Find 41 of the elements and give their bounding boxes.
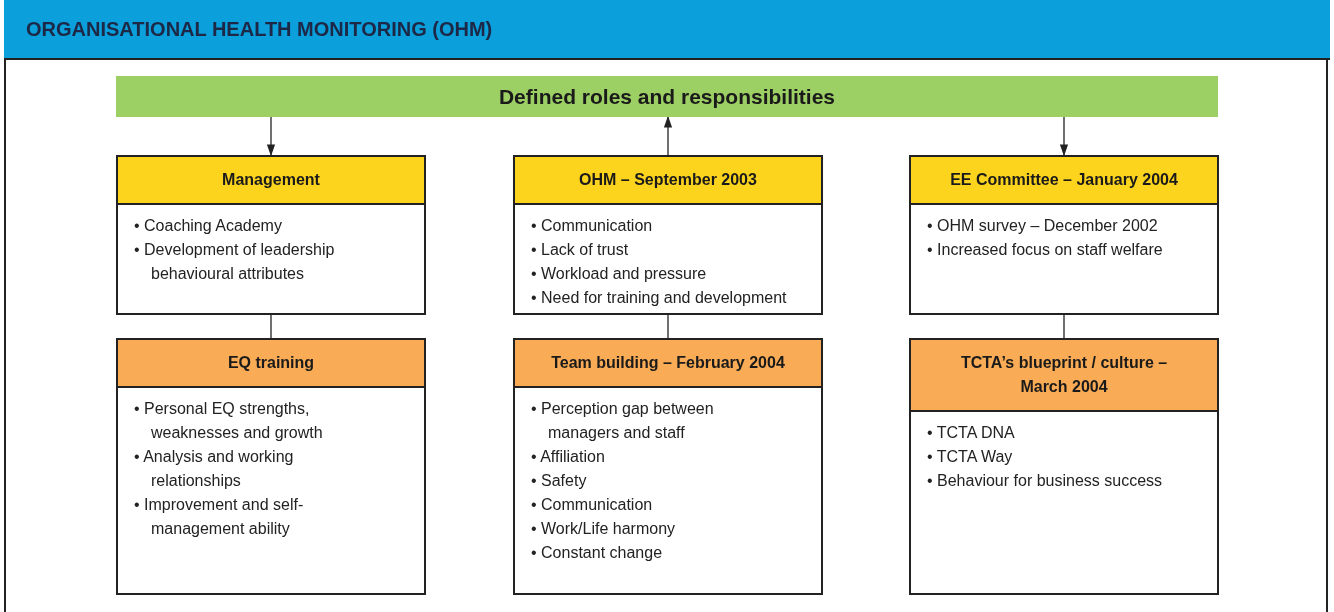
- bullet-item: • Need for training and development: [531, 288, 788, 308]
- bullet-item: • Communication: [531, 216, 654, 236]
- card-heading: Team building – February 2004: [515, 340, 821, 388]
- bullet-item: • Development of leadership behavioural attributes: [134, 240, 336, 284]
- bullet-item: • Analysis and working relationships: [134, 447, 295, 491]
- info-card: [513, 155, 823, 315]
- bullet-item: • Coaching Academy: [134, 216, 283, 236]
- connector-line: [667, 314, 669, 339]
- info-card: [116, 338, 426, 595]
- info-card: [909, 155, 1219, 315]
- bullet-item: • Perception gap between managers and staff: [531, 399, 715, 443]
- card-heading: EE Committee – January 2004: [911, 157, 1217, 205]
- bullet-item: • Personal EQ strengths, weaknesses and growth: [134, 399, 324, 443]
- bullet-item: • OHM survey – December 2002: [927, 216, 1159, 236]
- bullet-item: • Communication: [531, 495, 654, 515]
- banner-heading: Defined roles and responsibilities: [498, 84, 836, 109]
- connector-line: [270, 314, 272, 339]
- connector-line: [1063, 314, 1065, 339]
- bullet-item: • Lack of trust: [531, 240, 630, 260]
- card-heading: TCTA’s blueprint / culture – March 2004: [911, 340, 1217, 412]
- card-heading: Management: [118, 157, 424, 205]
- bullet-item: • Work/Life harmony: [531, 519, 677, 539]
- card-heading: OHM – September 2003: [515, 157, 821, 205]
- bullet-item: • Improvement and self-management ability: [134, 495, 305, 539]
- card-heading: EQ training: [118, 340, 424, 388]
- info-card: [513, 338, 823, 595]
- banner-box: [116, 76, 1218, 117]
- arrow: [1059, 116, 1069, 157]
- bullet-item: • Safety: [531, 471, 588, 491]
- bullet-item: • Affiliation: [531, 447, 606, 467]
- diagram-title: ORGANISATIONAL HEALTH MONITORING (OHM): [26, 18, 493, 41]
- bullet-item: • TCTA Way: [927, 447, 1014, 467]
- bullet-item: • Increased focus on staff welfare: [927, 240, 1164, 260]
- bullet-item: • Constant change: [531, 543, 664, 563]
- info-card: [116, 155, 426, 315]
- bullet-item: • TCTA DNA: [927, 423, 1016, 443]
- bullet-item: • Workload and pressure: [531, 264, 708, 284]
- info-card: [909, 338, 1219, 595]
- bullet-item: • Behaviour for business success: [927, 471, 1164, 491]
- arrow: [266, 116, 276, 157]
- arrow: [663, 115, 673, 156]
